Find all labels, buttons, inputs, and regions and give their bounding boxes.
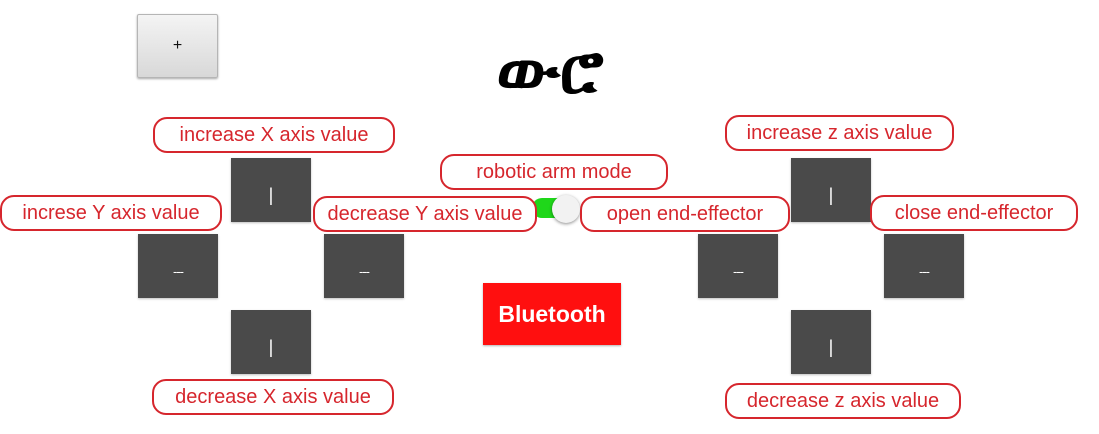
callout-increase-x: increase X axis value <box>153 117 395 153</box>
open-effector-button[interactable]: --- <box>698 234 778 298</box>
z-decrease-button[interactable]: | <box>791 310 871 374</box>
callout-decrease-x: decrease X axis value <box>152 379 394 415</box>
callout-decrease-z: decrease z axis value <box>725 383 961 419</box>
toggle-knob[interactable] <box>552 195 580 223</box>
callout-robotic-arm-mode: robotic arm mode <box>440 154 668 190</box>
x-increase-button[interactable]: | <box>231 158 311 222</box>
add-button[interactable]: + <box>137 14 218 78</box>
callout-increase-z: increase z axis value <box>725 115 954 151</box>
y-increase-button[interactable]: --- <box>138 234 218 298</box>
app-title: ውሮ <box>496 32 604 109</box>
z-increase-button[interactable]: | <box>791 158 871 222</box>
callout-decrease-y: decrease Y axis value <box>313 196 537 232</box>
close-effector-button[interactable]: --- <box>884 234 964 298</box>
bluetooth-button[interactable]: Bluetooth <box>483 283 621 345</box>
callout-open-effector: open end-effector <box>580 196 790 232</box>
callout-close-effector: close end-effector <box>870 195 1078 231</box>
x-decrease-button[interactable]: | <box>231 310 311 374</box>
y-decrease-button[interactable]: --- <box>324 234 404 298</box>
callout-increase-y: increse Y axis value <box>0 195 222 231</box>
robotic-arm-mode-toggle[interactable] <box>532 195 582 223</box>
